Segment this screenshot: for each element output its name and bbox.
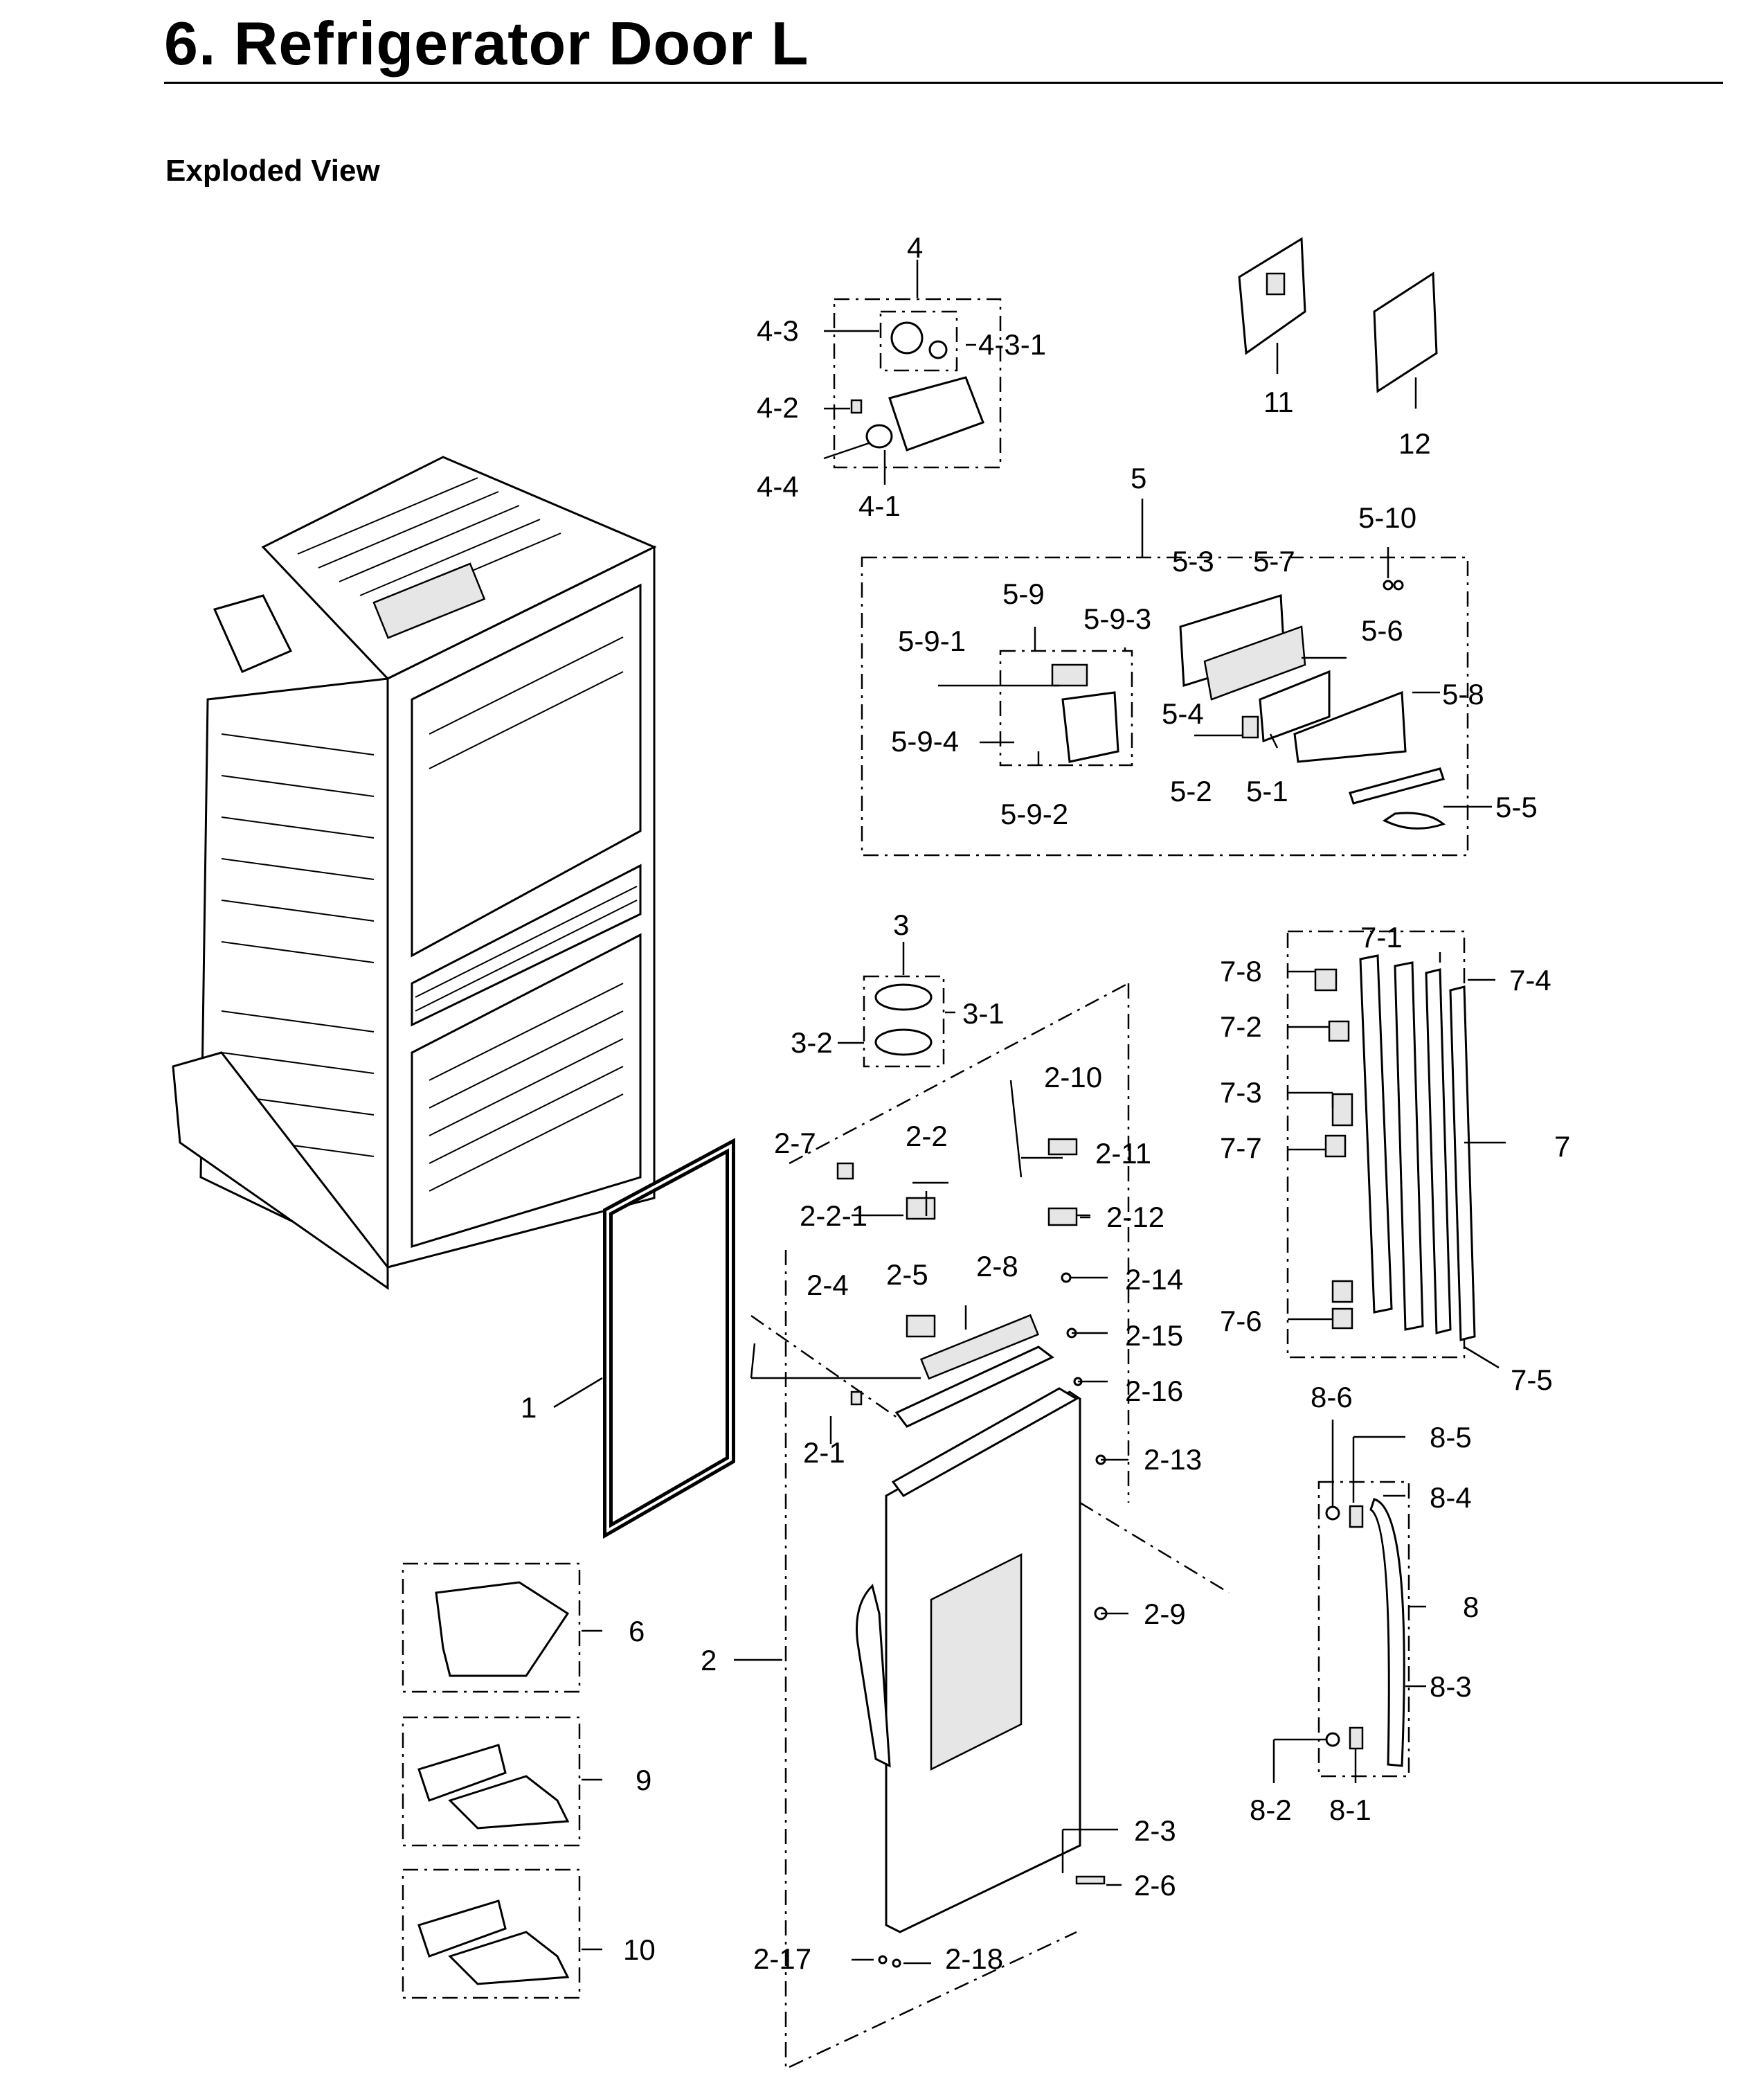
label-5-1: 5-1: [1246, 775, 1288, 807]
label-5-5: 5-5: [1495, 791, 1538, 823]
label-2-18: 2-18: [945, 1942, 1003, 1975]
label-2-16: 2-16: [1125, 1375, 1183, 1407]
label-10: 10: [623, 1933, 656, 1966]
label-2-2-1: 2-2-1: [800, 1199, 867, 1232]
label-3: 3: [893, 909, 909, 941]
label-5-10: 5-10: [1358, 501, 1416, 534]
part-3-assembly: [863, 975, 945, 1068]
label-2-10: 2-10: [1044, 1061, 1102, 1093]
label-4-4: 4-4: [757, 470, 799, 503]
label-2-9: 2-9: [1144, 1598, 1186, 1630]
label-2-12: 2-12: [1106, 1201, 1164, 1233]
label-11: 11: [1263, 386, 1294, 418]
label-7-2: 7-2: [1220, 1010, 1262, 1043]
label-9: 9: [636, 1764, 651, 1796]
label-4-3-1: 4-3-1: [978, 328, 1046, 361]
label-7-8: 7-8: [1220, 955, 1262, 987]
title-underline: [164, 82, 1723, 84]
label-2: 2: [701, 1644, 717, 1677]
label-7-5: 7-5: [1511, 1364, 1553, 1396]
door-assembly: [750, 982, 1230, 2071]
label-7-4: 7-4: [1509, 964, 1551, 996]
label-3-2: 3-2: [791, 1026, 833, 1059]
label-2-17: 2-17: [753, 1942, 811, 1975]
callout-labels: 4 4-3 4-3-1 4-2 4-4 4-1 11 12 5 5-10 5-3…: [521, 231, 1570, 1975]
part-5-assembly: [861, 556, 1469, 857]
label-8-3: 8-3: [1430, 1670, 1472, 1703]
label-8-6: 8-6: [1311, 1381, 1353, 1413]
label-7: 7: [1554, 1130, 1570, 1163]
label-12: 12: [1398, 427, 1431, 460]
label-5-9-3: 5-9-3: [1083, 602, 1151, 635]
label-2-13: 2-13: [1144, 1443, 1202, 1476]
label-8-5: 8-5: [1430, 1421, 1472, 1454]
label-4-1: 4-1: [858, 490, 901, 522]
label-5-9-4: 5-9-4: [891, 725, 959, 758]
label-1: 1: [521, 1391, 537, 1424]
label-8-2: 8-2: [1250, 1794, 1292, 1826]
label-4: 4: [907, 231, 923, 264]
part-7-assembly: [1286, 930, 1476, 1359]
label-2-14: 2-14: [1125, 1263, 1183, 1296]
label-5-6: 5-6: [1361, 614, 1403, 647]
refrigerator-cabinet: [172, 456, 657, 1290]
label-8-1: 8-1: [1329, 1794, 1371, 1826]
label-5-9-1: 5-9-1: [898, 625, 966, 657]
part-8-assembly: [1317, 1481, 1410, 1778]
label-5-7: 5-7: [1253, 545, 1295, 578]
label-4-3: 4-3: [757, 314, 799, 347]
label-5-4: 5-4: [1162, 697, 1204, 730]
label-2-7: 2-7: [774, 1127, 816, 1159]
label-4-2: 4-2: [757, 391, 799, 424]
label-2-11: 2-11: [1095, 1137, 1151, 1170]
label-2-4: 2-4: [807, 1269, 849, 1301]
part-4-assembly: [833, 298, 1002, 469]
label-2-2: 2-2: [906, 1120, 948, 1152]
page-title: 6. Refrigerator Door L: [164, 9, 809, 78]
label-2-8: 2-8: [976, 1250, 1018, 1282]
label-5-8: 5-8: [1442, 678, 1484, 710]
label-2-15: 2-15: [1125, 1319, 1183, 1352]
label-5-2: 5-2: [1170, 775, 1212, 807]
door-bins: [402, 1562, 581, 1999]
label-2-5: 2-5: [886, 1258, 928, 1291]
label-7-3: 7-3: [1220, 1076, 1262, 1109]
section-subtitle: Exploded View: [165, 154, 380, 188]
label-2-1: 2-1: [803, 1436, 845, 1469]
label-8: 8: [1463, 1591, 1479, 1623]
label-5: 5: [1131, 462, 1146, 494]
door-gasket: [603, 1138, 735, 1539]
label-5-9: 5-9: [1002, 578, 1045, 610]
label-6: 6: [629, 1615, 645, 1647]
label-3-1: 3-1: [962, 997, 1005, 1030]
label-8-4: 8-4: [1430, 1481, 1472, 1514]
leader-lines: [553, 260, 1506, 1965]
label-5-9-2: 5-9-2: [1000, 798, 1068, 830]
label-7-6: 7-6: [1220, 1305, 1262, 1337]
label-2-6: 2-6: [1134, 1869, 1176, 1902]
cover-panels: [1238, 237, 1438, 393]
label-2-3: 2-3: [1134, 1814, 1176, 1847]
label-7-1: 7-1: [1360, 921, 1403, 954]
label-7-7: 7-7: [1220, 1132, 1262, 1164]
label-5-3: 5-3: [1172, 545, 1214, 578]
